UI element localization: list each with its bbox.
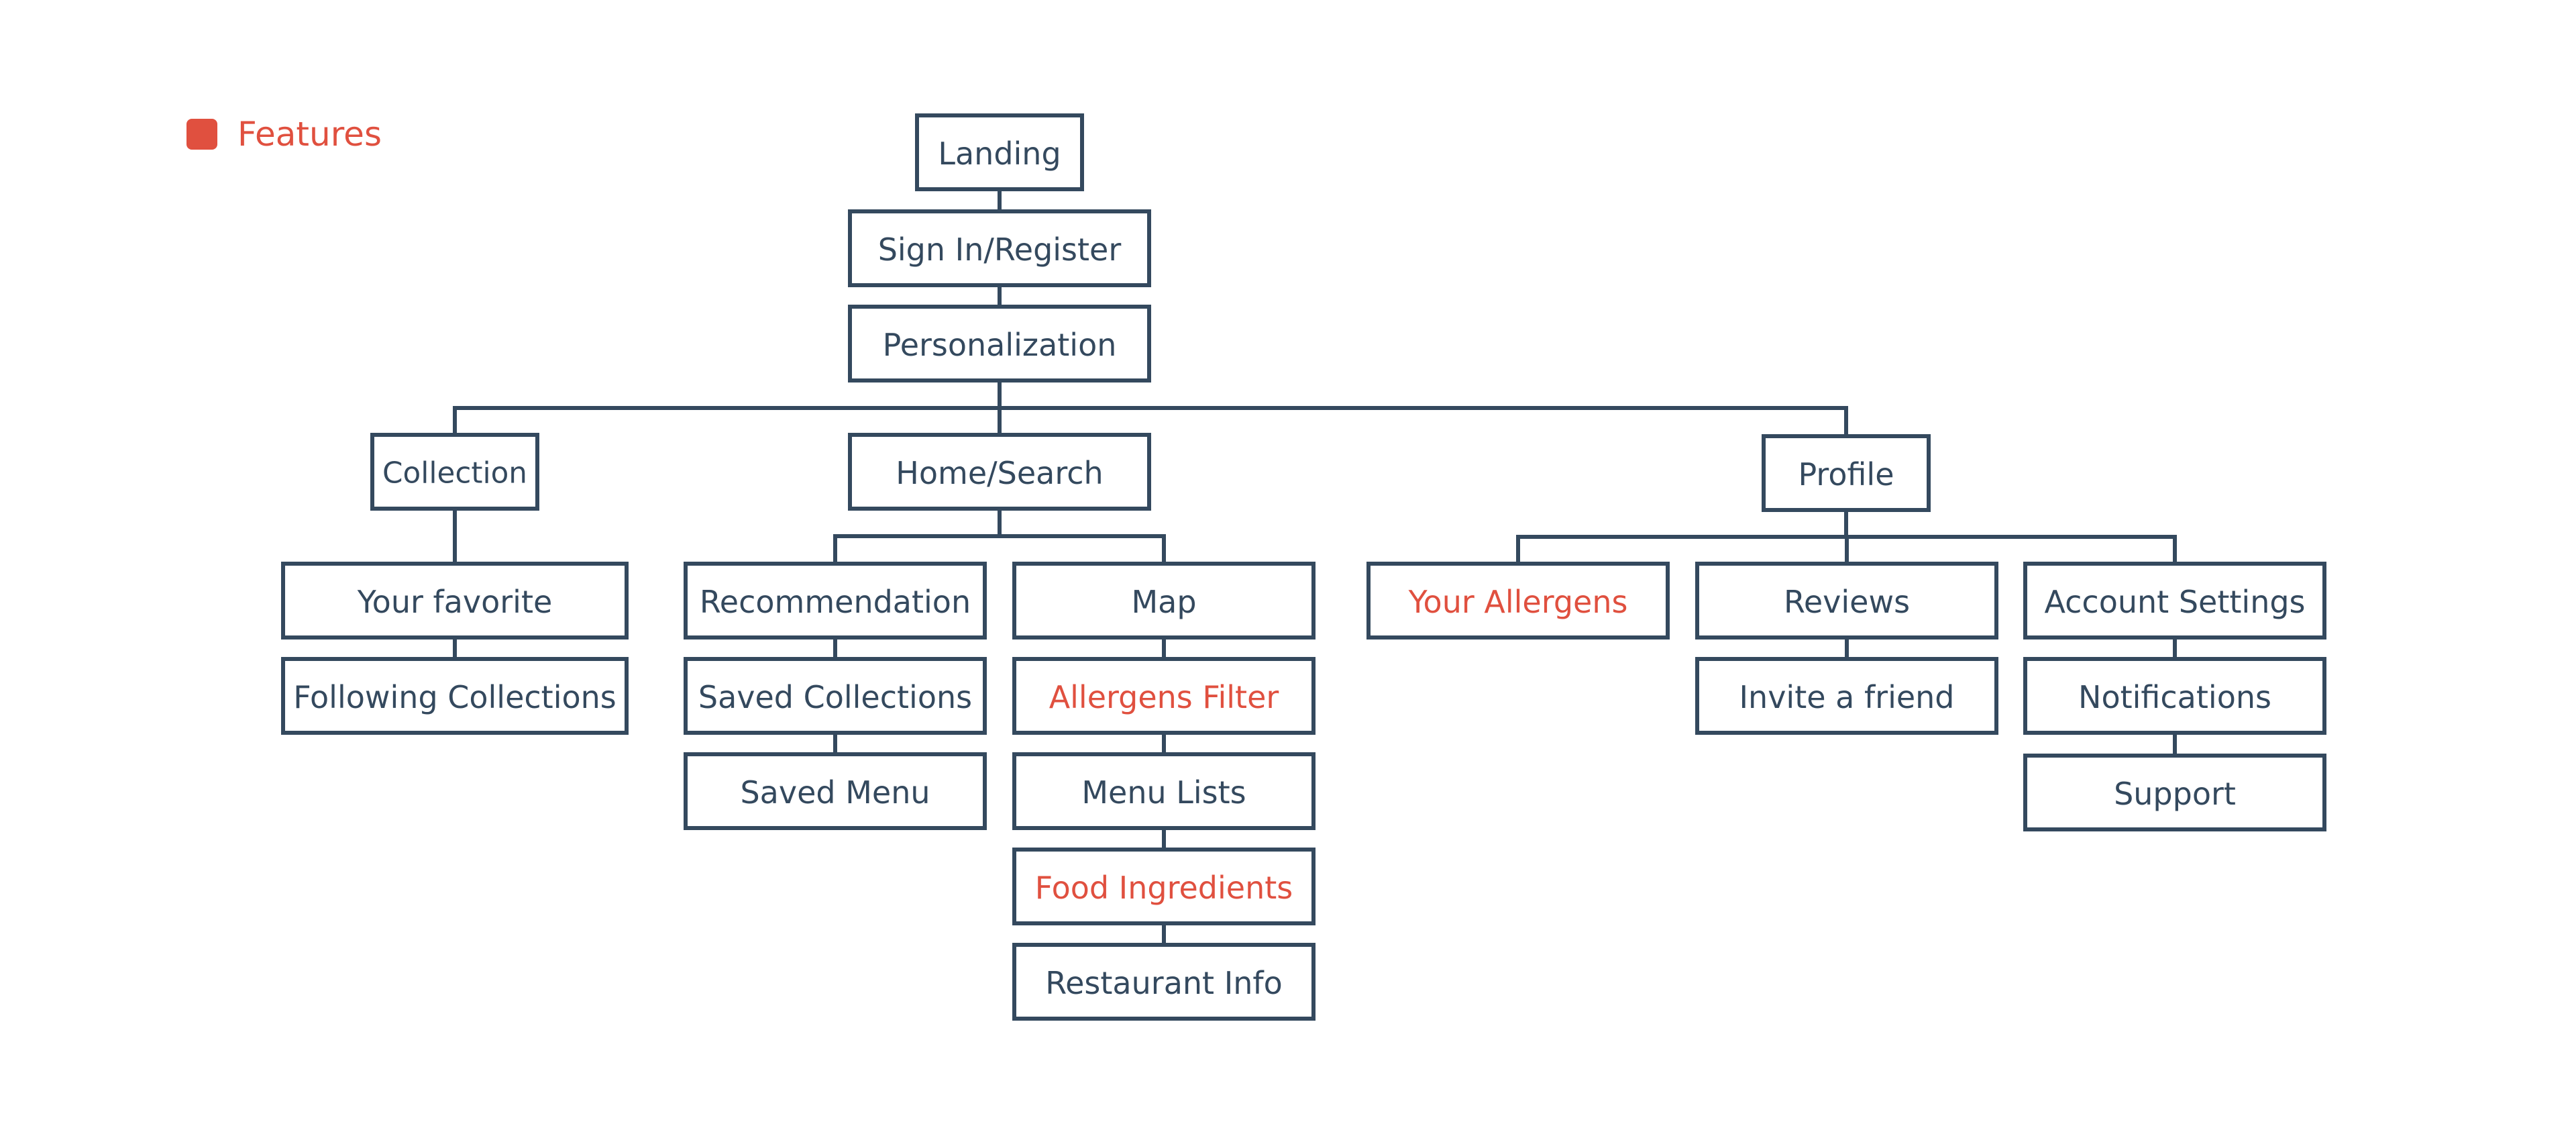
node-box (1762, 434, 1931, 512)
node-landing: Landing (915, 113, 1084, 191)
node-box (1012, 848, 1316, 925)
node-label: Your Allergens (1408, 584, 1628, 620)
node-label: Allergens Filter (1049, 679, 1279, 715)
node-box (1012, 562, 1316, 640)
node-label: Saved Menu (740, 774, 930, 811)
node-label: Invite a friend (1739, 679, 1954, 715)
node-label: Map (1131, 584, 1196, 620)
node-box (1012, 657, 1316, 735)
node-notifications: Notifications (2023, 657, 2326, 735)
node-label: Account Settings (2044, 584, 2305, 620)
node-savedmenu: Saved Menu (684, 752, 987, 830)
node-restaurant: Restaurant Info (1012, 943, 1316, 1021)
connectors (453, 187, 2177, 947)
node-support: Support (2023, 754, 2326, 831)
node-home: Home/Search (848, 433, 1151, 511)
node-menulists: Menu Lists (1012, 752, 1316, 830)
node-collection: Collection (370, 433, 539, 511)
node-map: Map (1012, 562, 1316, 640)
node-label: Collection (382, 456, 527, 491)
node-box (1366, 562, 1670, 640)
node-label: Food Ingredients (1035, 870, 1293, 906)
node-following: Following Collections (281, 657, 629, 735)
legend-label: Features (237, 115, 382, 154)
node-box (281, 562, 629, 640)
node-label: Reviews (1784, 584, 1910, 620)
node-box (848, 209, 1151, 287)
legend-swatch (186, 119, 217, 150)
node-box (915, 113, 1084, 191)
node-box (1695, 562, 1998, 640)
node-box (1012, 752, 1316, 830)
node-box (281, 657, 629, 735)
node-box (1012, 943, 1316, 1021)
node-allergens: Your Allergens (1366, 562, 1670, 640)
node-allergensfilter: Allergens Filter (1012, 657, 1316, 735)
node-label: Personalization (883, 327, 1117, 363)
node-box (848, 433, 1151, 511)
node-box (684, 657, 987, 735)
node-box (684, 752, 987, 830)
node-box (684, 562, 987, 640)
node-recommendation: Recommendation (684, 562, 987, 640)
node-label: Following Collections (293, 679, 616, 715)
node-box (1695, 657, 1998, 735)
node-favorite: Your favorite (281, 562, 629, 640)
node-personalization: Personalization (848, 305, 1151, 382)
node-label: Recommendation (700, 584, 971, 620)
node-box (848, 305, 1151, 382)
node-invite: Invite a friend (1695, 657, 1998, 735)
node-signin: Sign In/Register (848, 209, 1151, 287)
legend: Features (186, 117, 382, 151)
node-label: Restaurant Info (1045, 965, 1283, 1001)
node-label: Menu Lists (1081, 774, 1246, 811)
node-label: Sign In/Register (878, 232, 1122, 268)
node-savedcoll: Saved Collections (684, 657, 987, 735)
node-account: Account Settings (2023, 562, 2326, 640)
node-label: Landing (938, 136, 1061, 172)
node-box (2023, 754, 2326, 831)
node-ingredients: Food Ingredients (1012, 848, 1316, 925)
node-box (2023, 657, 2326, 735)
node-label: Saved Collections (698, 679, 972, 715)
node-label: Home/Search (896, 455, 1103, 491)
node-box (2023, 562, 2326, 640)
node-profile: Profile (1762, 434, 1931, 512)
node-label: Support (2114, 776, 2236, 812)
node-label: Your favorite (357, 584, 553, 620)
node-box (370, 433, 539, 511)
node-label: Notifications (2078, 679, 2271, 715)
node-label: Profile (1798, 456, 1894, 493)
node-reviews: Reviews (1695, 562, 1998, 640)
